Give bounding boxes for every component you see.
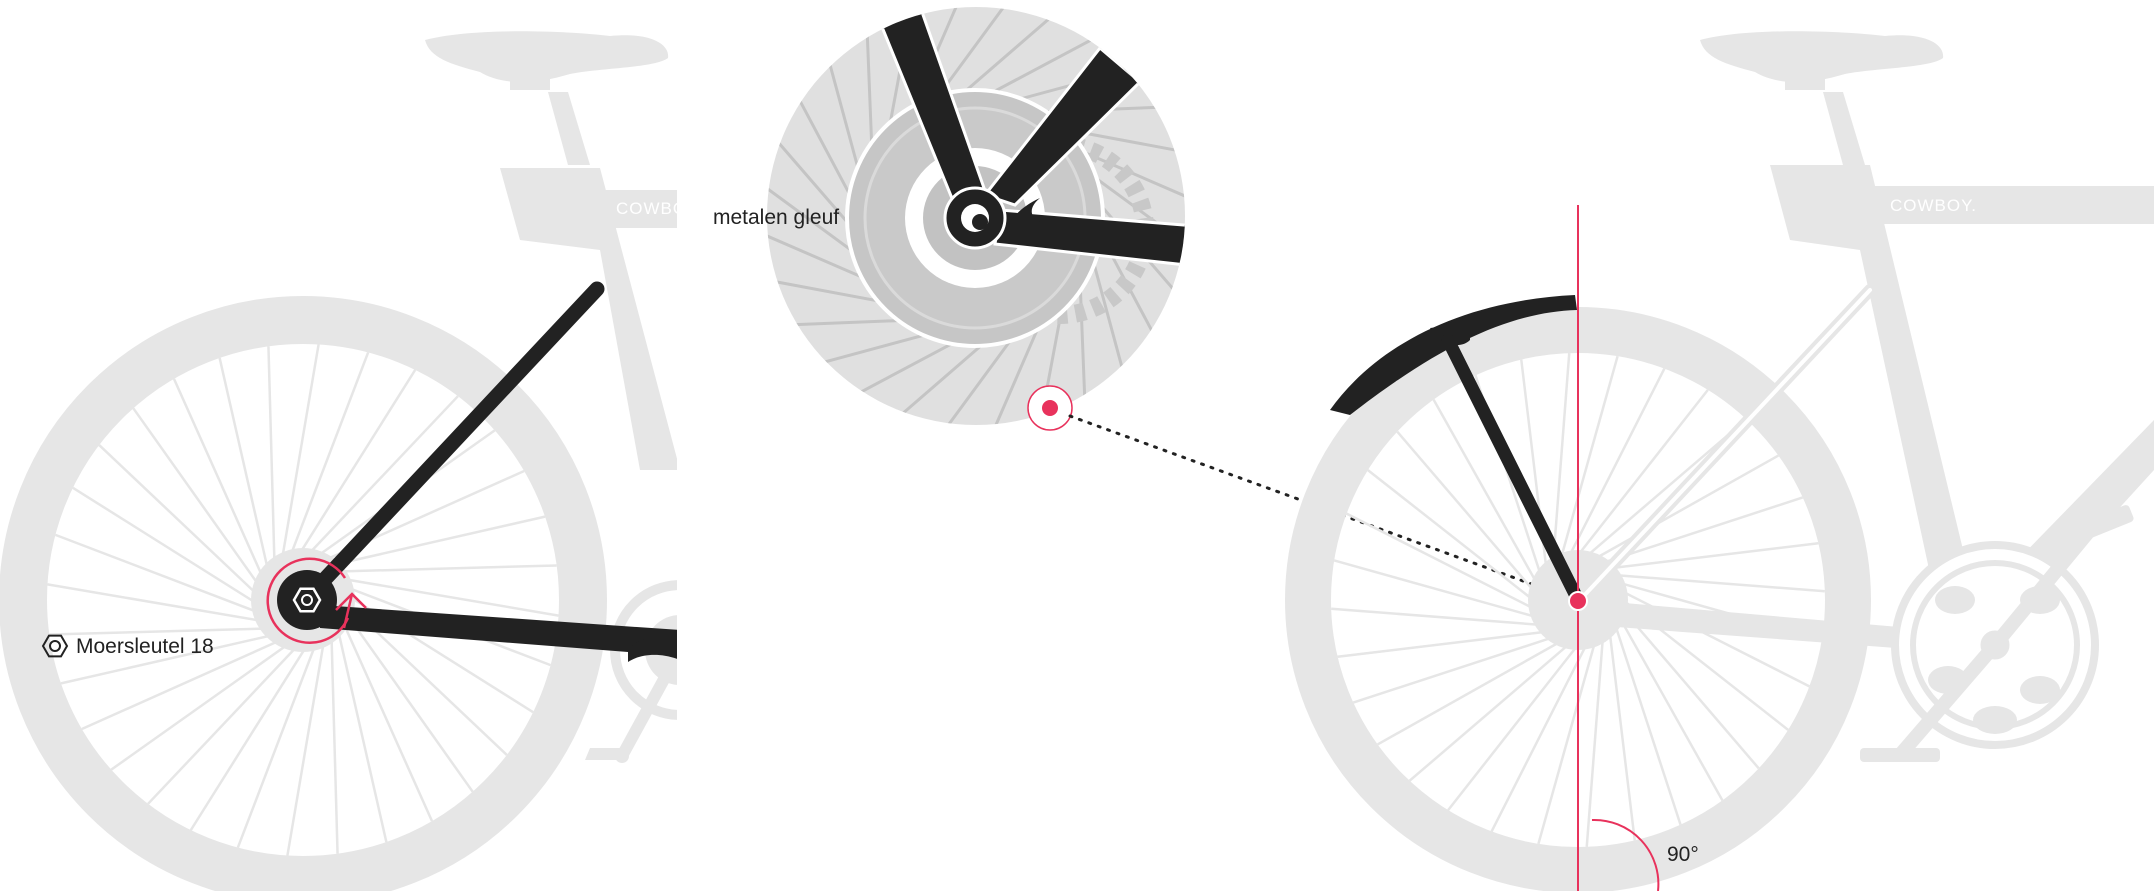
wheel-spoke [1490,643,1588,832]
wheel-spoke [1078,276,1088,419]
wheel-spoke [767,174,866,261]
wheel-spoke [331,515,546,567]
wheel-spoke [288,351,370,558]
wheel-spoke [1376,640,1562,746]
wheel-spoke [773,318,916,328]
wheel-spoke [840,334,968,404]
wheel-spoke [54,533,261,615]
wheel-spoke [342,577,559,617]
wheel-spoke [1551,353,1571,563]
wheel-spoke [1331,607,1541,627]
wheel-spoke [189,644,309,831]
wheel-spoke [218,357,270,572]
wheel-spoke [98,444,260,597]
wheel-spoke [341,620,434,822]
wheel-spoke [802,329,941,370]
left-saddle [425,31,669,83]
wheel-spoke [147,643,300,805]
wheel-spoke [1621,608,1760,770]
wheel-spoke [1608,631,1636,841]
wheel-spoke [984,28,1112,98]
wheel-spoke [297,369,417,556]
wheel-spoke [345,612,474,793]
wheel-spoke [47,583,264,623]
wheel-spoke [236,642,318,849]
rotate-arrow-icon [266,557,350,645]
wheel-spoke [1537,641,1597,845]
wheel-spoke [1609,542,1819,570]
wheel-spoke [1396,430,1535,592]
left-stay [302,281,605,603]
wheel-spoke [1585,637,1605,847]
wheel-spoke [60,633,275,685]
wheel-spoke [1447,644,1579,811]
wheel-spoke [864,13,874,156]
wheel-spoke [1568,368,1666,557]
wheel-spoke [1614,624,1682,826]
wrench-label: Moersleutel 18 [76,635,214,658]
right-brand-text: COWBOY. [1890,196,1977,215]
angle-arc [1591,818,1660,892]
wheel-spoke [1594,454,1780,560]
wheel-spoke [1408,643,1570,782]
wheel-spoke [1333,559,1537,619]
slot-callout-text: metalen gleuf [713,206,839,229]
wheel-spoke [1089,251,1130,390]
wheel-spoke [286,639,326,856]
wheel-spoke [767,276,895,306]
wheel-spoke [336,628,388,843]
left-chain-stay [320,605,677,656]
wheel-spoke [1559,355,1619,559]
angle-text: 90° [1667,843,1699,866]
wheel-spoke [330,634,339,854]
wheel-spoke [767,125,859,235]
left-bike: COWBO [0,31,687,891]
wrench-callout: Moersleutel 18 [41,634,214,658]
right-mudguard [1330,295,1577,415]
wheel-spoke [957,7,1067,99]
right-bike: COWBOY. [1285,31,2154,893]
wheel-spoke [1367,469,1534,601]
zoom-detail: metalen gleuf [713,7,1185,425]
wheel-spoke [885,333,995,425]
wheel-spoke [49,627,269,636]
left-axle-nut [277,570,337,630]
wheel-spoke [132,407,261,588]
wheel-spoke [1615,573,1825,593]
wheel-spoke [767,225,878,285]
wheel-spoke [81,638,283,731]
wheel-spoke [822,42,863,181]
wheel-spoke [1346,512,1535,610]
wheel-spoke [1352,636,1554,704]
wheel-spoke [1337,630,1547,658]
wheel-spoke [306,395,459,557]
wheel-spoke [110,642,291,771]
left-brand-text: COWBO [616,199,687,218]
wheel-spoke [172,378,265,580]
wheel-spoke [788,80,858,208]
wheel-spoke [280,344,320,561]
wheel-spoke [72,486,259,606]
wheel-spoke [1432,398,1538,584]
wheel-spoke [985,314,1045,425]
wheel-spoke [1577,389,1709,556]
wheel-spoke [1618,616,1724,802]
wheel-spoke [934,326,1021,425]
wheel-spoke [337,564,557,573]
wheel-spoke [1602,496,1804,564]
hex-nut-icon [41,634,69,658]
wheel-spoke [267,346,276,566]
right-stay [1441,333,1585,607]
